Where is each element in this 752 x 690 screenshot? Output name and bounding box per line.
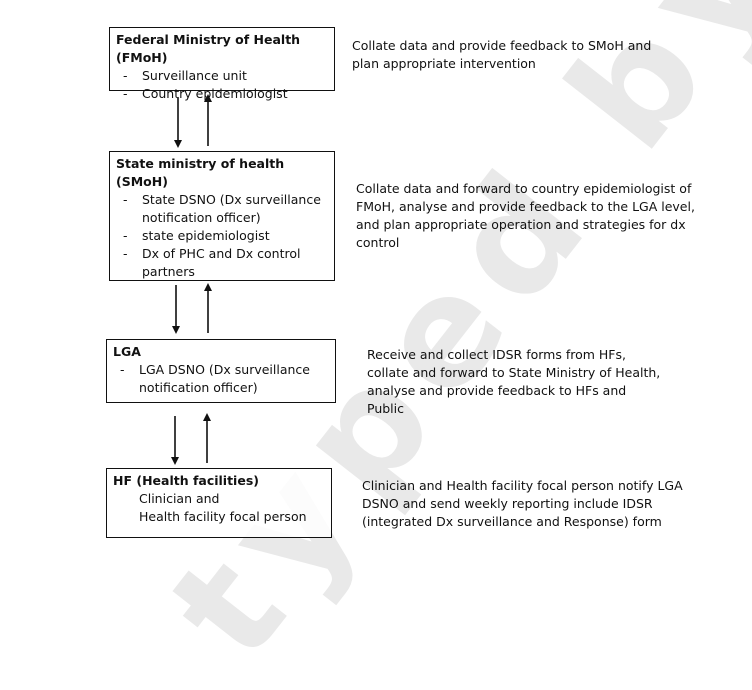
lga-box: LGA LGA DSNO (Dx surveillance notificati… bbox=[106, 339, 336, 403]
fmoh-item: Country epidemiologist bbox=[116, 85, 328, 103]
lga-description: Receive and collect IDSR forms from HFs,… bbox=[367, 347, 661, 416]
smoh-description: Collate data and forward to country epid… bbox=[356, 181, 695, 250]
fmoh-list: Surveillance unit Country epidemiologist bbox=[116, 67, 328, 103]
hf-line: Health facility focal person bbox=[139, 509, 307, 524]
smoh-item: State DSNO (Dx surveillance notification… bbox=[116, 191, 328, 227]
flow-arrows bbox=[171, 94, 212, 465]
lga-title: LGA bbox=[113, 344, 141, 359]
hf-title: HF (Health facilities) bbox=[113, 473, 259, 488]
smoh-list: State DSNO (Dx surveillance notification… bbox=[116, 191, 328, 281]
smoh-item: state epidemiologist bbox=[116, 227, 328, 245]
fmoh-item: Surveillance unit bbox=[116, 67, 328, 85]
smoh-box: State ministry of health (SMoH) State DS… bbox=[109, 151, 335, 281]
smoh-title: State ministry of health (SMoH) bbox=[116, 156, 285, 189]
fmoh-title: Federal Ministry of Health (FMoH) bbox=[116, 32, 301, 65]
fmoh-description: Collate data and provide feedback to SMo… bbox=[352, 38, 652, 71]
lga-list: LGA DSNO (Dx surveillance notification o… bbox=[113, 361, 329, 397]
lga-item: LGA DSNO (Dx surveillance notification o… bbox=[113, 361, 329, 397]
hf-box: HF (Health facilities) Clinician and Hea… bbox=[106, 468, 332, 538]
smoh-item: Dx of PHC and Dx control partners bbox=[116, 245, 328, 281]
hf-line: Clinician and bbox=[139, 491, 220, 506]
hf-description: Clinician and Health facility focal pers… bbox=[362, 478, 683, 529]
fmoh-box: Federal Ministry of Health (FMoH) Survei… bbox=[109, 27, 335, 103]
